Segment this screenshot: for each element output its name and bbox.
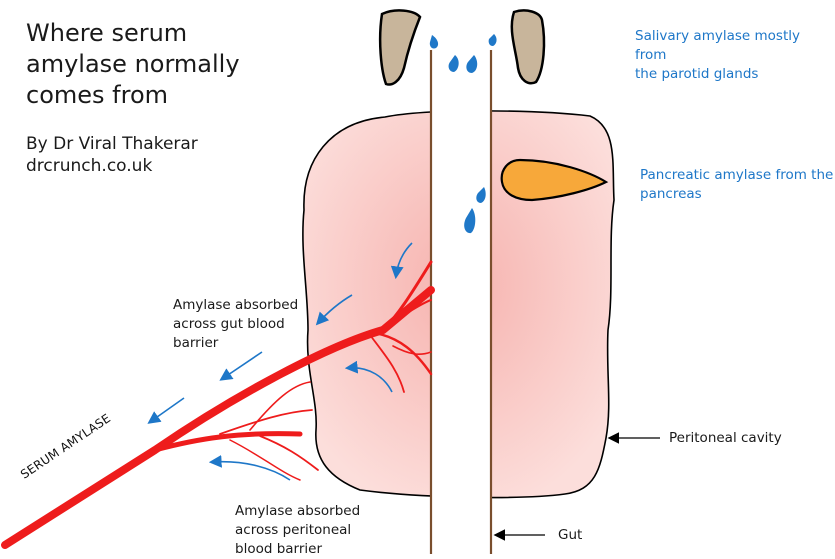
vessel-branch [230, 440, 300, 480]
straight-arrow-icon [222, 352, 262, 379]
gut-label: Gut [558, 526, 582, 545]
salivary-label: Salivary amylase mostly from the parotid… [635, 27, 835, 84]
peritoneal-absorption-label: Amylase absorbed across peritoneal blood… [235, 502, 360, 559]
peritoneal-cavity-label: Peritoneal cavity [669, 429, 782, 448]
page-title: Where serum amylase normally comes from [26, 18, 240, 111]
parotid-gland-right [512, 10, 544, 83]
straight-arrow-icon [150, 398, 184, 422]
droplet [430, 35, 438, 49]
author-credit: By Dr Viral Thakerar drcrunch.co.uk [26, 133, 198, 177]
pancreatic-label: Pancreatic amylase from the pancreas [640, 166, 833, 204]
gut-lumen [431, 50, 491, 554]
curved-arrow-icon [212, 462, 290, 480]
gut-absorption-label: Amylase absorbed across gut blood barrie… [173, 296, 298, 353]
vessel-branch [260, 436, 318, 470]
vessel-branch [220, 410, 312, 434]
droplet [489, 34, 497, 46]
parotid-gland-left [380, 10, 420, 84]
